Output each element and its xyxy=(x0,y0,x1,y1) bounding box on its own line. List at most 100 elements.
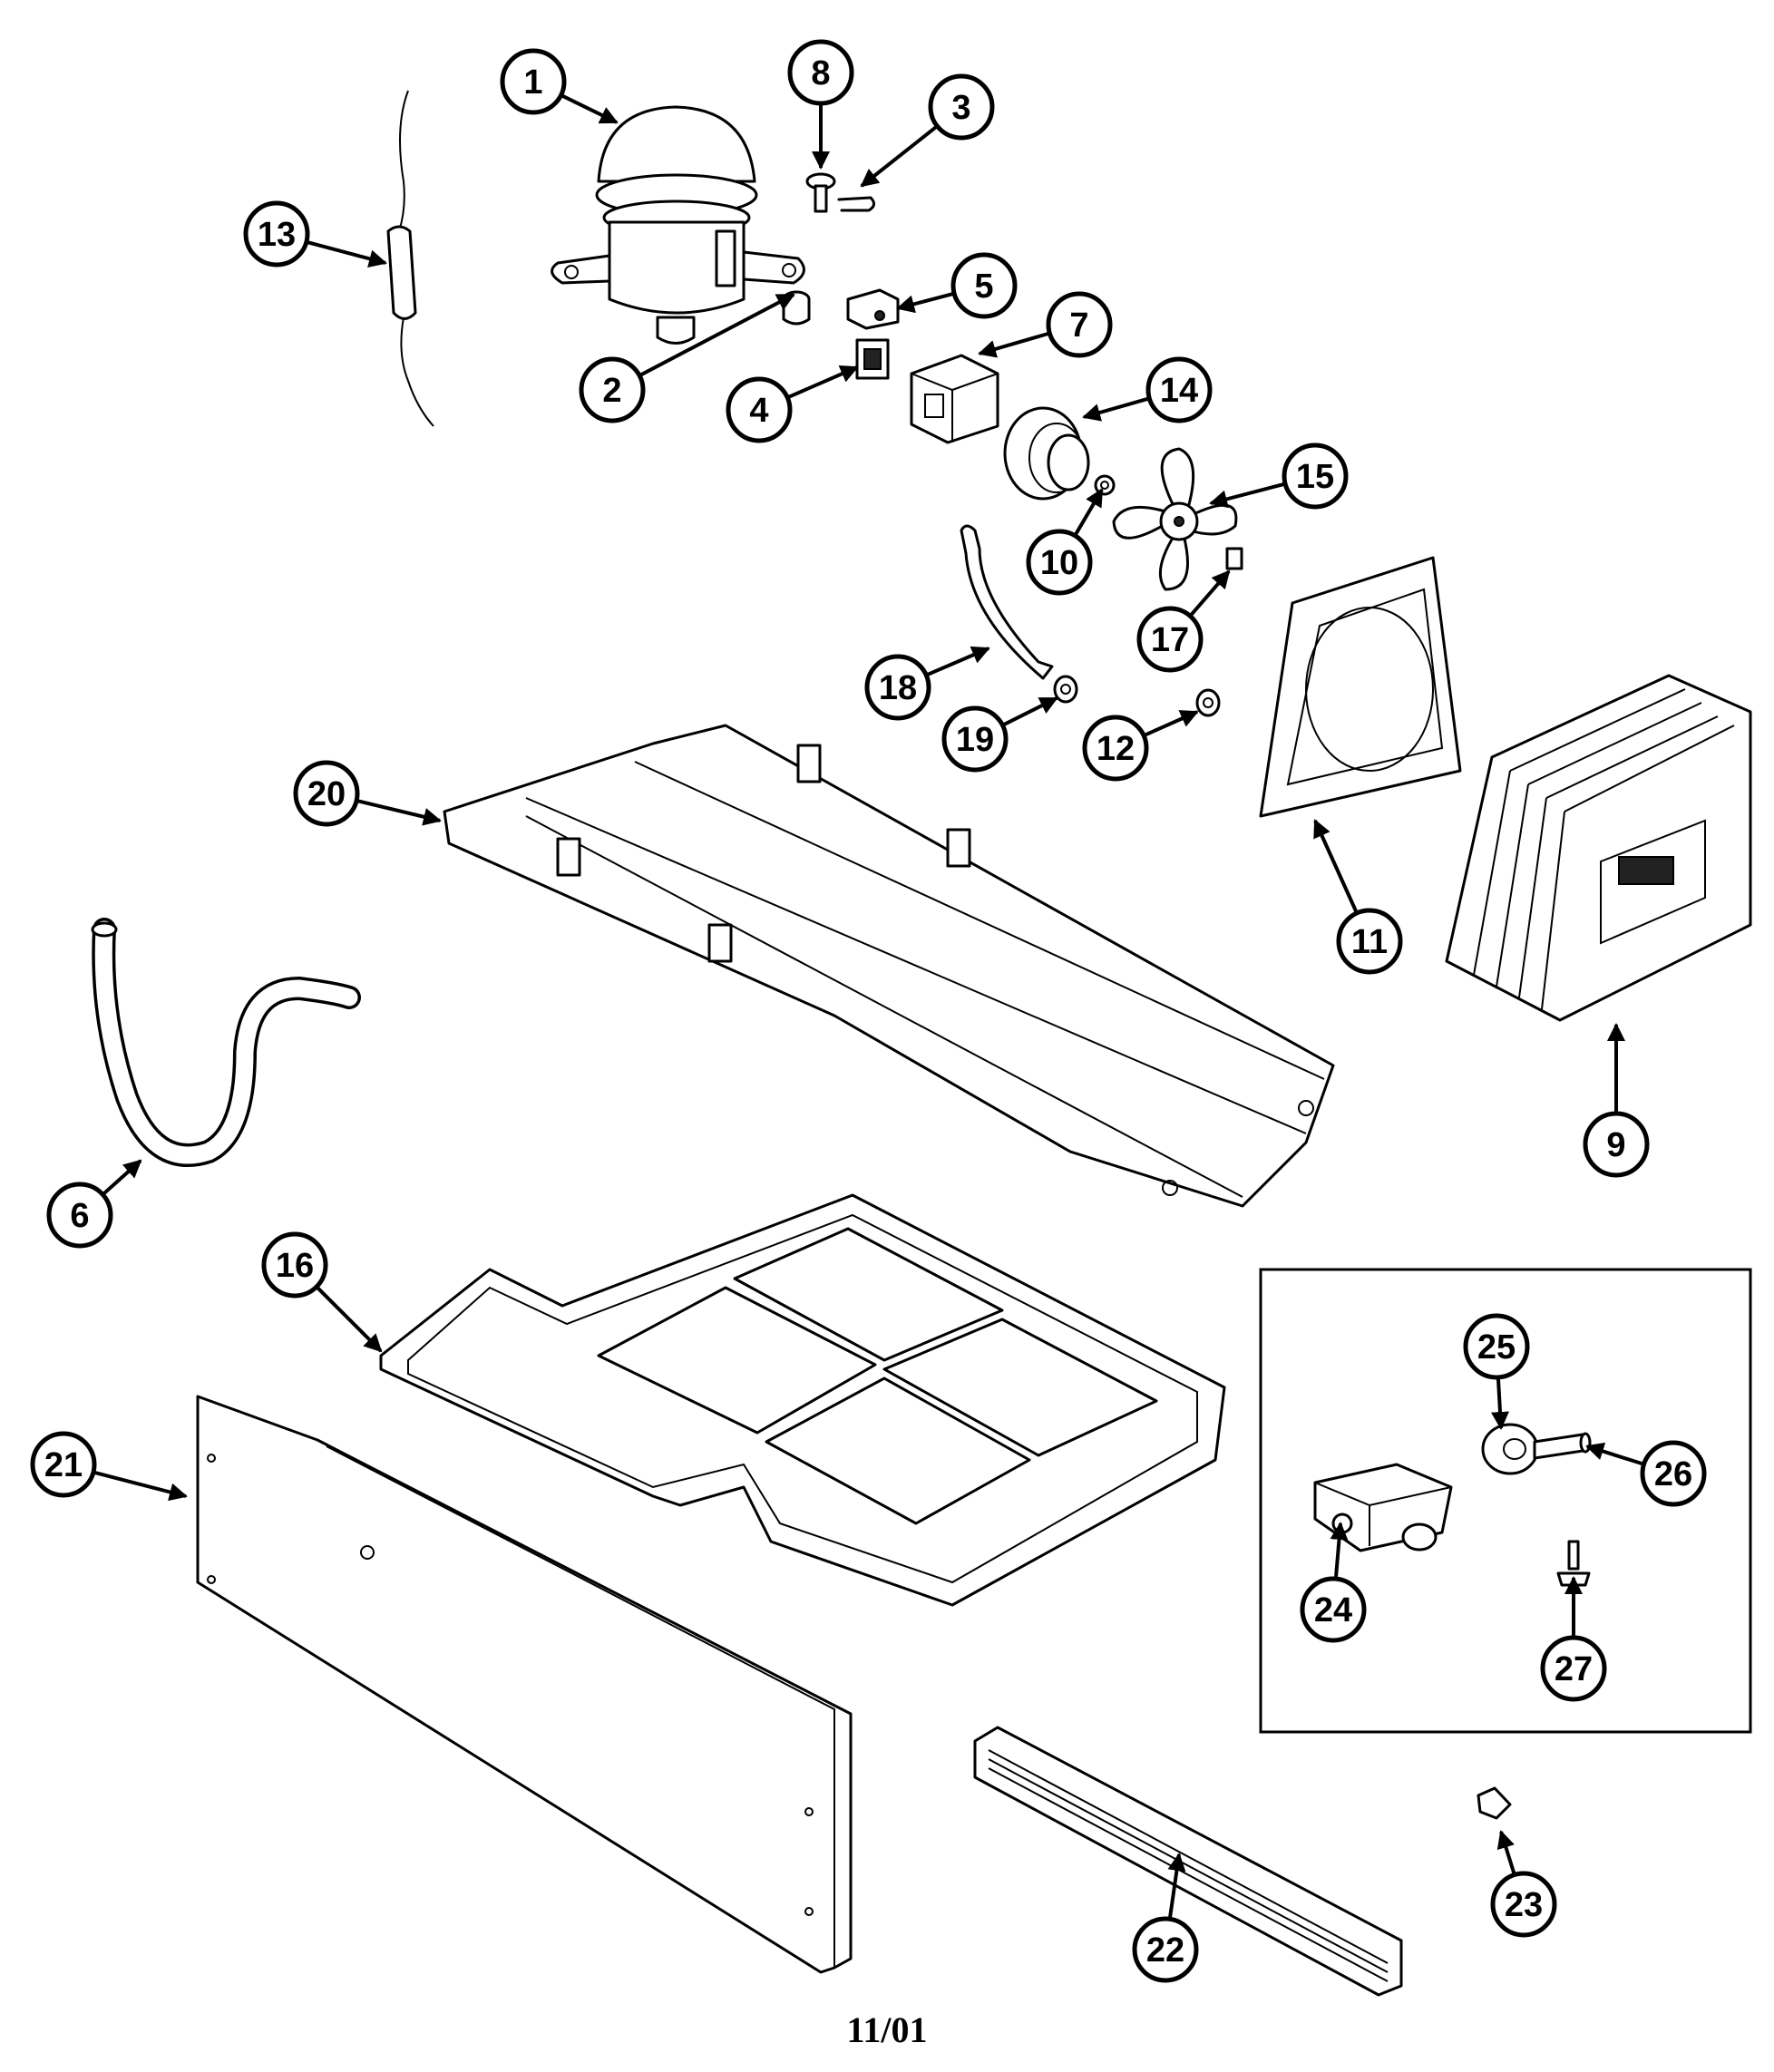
compressor-part xyxy=(551,105,805,345)
leader-line-13 xyxy=(306,239,387,268)
fan-blade-part xyxy=(1112,447,1238,591)
callout-number: 16 xyxy=(276,1247,314,1285)
leader-line-23 xyxy=(1496,1830,1516,1876)
callout-number: 12 xyxy=(1097,730,1135,768)
leader-line-2 xyxy=(638,293,795,377)
callout-10: 10 xyxy=(1026,529,1093,596)
leader-line-21 xyxy=(93,1470,188,1502)
callout-circle xyxy=(1336,908,1403,975)
callout-circle xyxy=(1145,356,1213,423)
inset-box xyxy=(1259,1268,1752,1734)
fan-motor-part xyxy=(1003,406,1090,501)
leader-line-10 xyxy=(1073,488,1104,537)
lower-front-panel-part xyxy=(196,1395,853,1974)
callout-circle xyxy=(261,1231,328,1299)
condenser-part xyxy=(1445,674,1752,1022)
leader-lines xyxy=(93,93,1645,1920)
callout-circle xyxy=(1082,715,1149,782)
leader-line-16 xyxy=(315,1285,383,1353)
leader-line-4 xyxy=(786,365,859,400)
callout-13: 13 xyxy=(243,200,310,268)
callout-24: 24 xyxy=(1300,1576,1367,1643)
callout-circle xyxy=(293,760,360,827)
callout-circle xyxy=(46,1182,113,1249)
nut-part xyxy=(1094,474,1116,496)
callout-21: 21 xyxy=(30,1431,97,1498)
callout-14: 14 xyxy=(1145,356,1213,423)
callout-circle xyxy=(30,1431,97,1498)
callout-circle xyxy=(864,654,931,721)
callout-12: 12 xyxy=(1082,715,1149,782)
leader-line-24 xyxy=(1330,1522,1349,1580)
callout-number: 25 xyxy=(1477,1328,1516,1367)
leader-line-18 xyxy=(925,646,990,677)
fan-clip-part xyxy=(1225,547,1243,570)
callout-circle xyxy=(950,252,1018,319)
callout-number: 27 xyxy=(1555,1650,1593,1688)
callout-circle xyxy=(1136,606,1204,673)
callout-circle xyxy=(787,39,854,106)
leader-line-20 xyxy=(356,798,442,826)
callout-3: 3 xyxy=(928,73,995,141)
callout-9: 9 xyxy=(1583,1111,1650,1178)
leader-line-3 xyxy=(860,124,939,188)
callout-15: 15 xyxy=(1282,443,1349,510)
callout-circle xyxy=(1282,443,1349,510)
overload-bracket-part xyxy=(846,288,900,330)
callout-number: 14 xyxy=(1160,372,1198,410)
callout-number: 22 xyxy=(1146,1931,1184,1970)
toe-grille-part xyxy=(973,1726,1403,1997)
callout-number: 26 xyxy=(1654,1455,1692,1493)
leader-line-19 xyxy=(1001,696,1058,727)
callout-number: 17 xyxy=(1151,621,1189,659)
callout-22: 22 xyxy=(1132,1916,1199,1983)
screw-part xyxy=(805,172,836,213)
callout-number: 11 xyxy=(1351,923,1388,961)
callout-17: 17 xyxy=(1136,606,1204,673)
callout-number: 19 xyxy=(956,721,994,759)
callout-circle xyxy=(243,200,310,268)
callout-circle xyxy=(1640,1440,1707,1507)
callout-number: 15 xyxy=(1296,458,1334,496)
callout-number: 4 xyxy=(749,392,768,430)
callout-circle xyxy=(500,48,567,115)
drier-filter-part xyxy=(386,90,434,427)
callout-number: 8 xyxy=(811,54,830,92)
roller-wheel-part xyxy=(1481,1423,1539,1475)
callout-6: 6 xyxy=(46,1182,113,1249)
callout-number: 10 xyxy=(1040,544,1078,582)
leader-line-1 xyxy=(560,93,619,124)
leader-line-22 xyxy=(1167,1853,1186,1920)
callout-number: 18 xyxy=(879,669,917,707)
leader-line-12 xyxy=(1143,710,1199,738)
callout-number: 13 xyxy=(258,216,296,254)
roller-bracket-part xyxy=(1313,1463,1453,1552)
callout-circle xyxy=(941,705,1009,773)
axle-pin-part xyxy=(1533,1432,1592,1460)
callout-circle xyxy=(1046,291,1113,358)
leader-line-25 xyxy=(1491,1376,1509,1430)
callout-number: 24 xyxy=(1314,1591,1352,1629)
callout-number: 3 xyxy=(951,89,970,127)
leader-line-5 xyxy=(896,291,955,314)
callout-2: 2 xyxy=(579,356,646,423)
leader-line-6 xyxy=(101,1159,142,1196)
relay-part xyxy=(855,338,890,380)
callout-number: 9 xyxy=(1606,1126,1625,1164)
callout-number: 20 xyxy=(307,775,346,813)
callout-19: 19 xyxy=(941,705,1009,773)
grommet-12-part xyxy=(1195,688,1221,717)
fan-shroud-part xyxy=(1259,556,1462,818)
leader-line-7 xyxy=(978,331,1050,358)
date-stamp: 11/01 xyxy=(846,2009,928,2050)
callout-16: 16 xyxy=(261,1231,328,1299)
callout-circle xyxy=(1540,1635,1607,1702)
callout-circle xyxy=(726,376,793,443)
callout-27: 27 xyxy=(1540,1635,1607,1702)
callout-26: 26 xyxy=(1640,1440,1707,1507)
callout-1: 1 xyxy=(500,48,567,115)
callout-23: 23 xyxy=(1490,1871,1557,1938)
callout-20: 20 xyxy=(293,760,360,827)
